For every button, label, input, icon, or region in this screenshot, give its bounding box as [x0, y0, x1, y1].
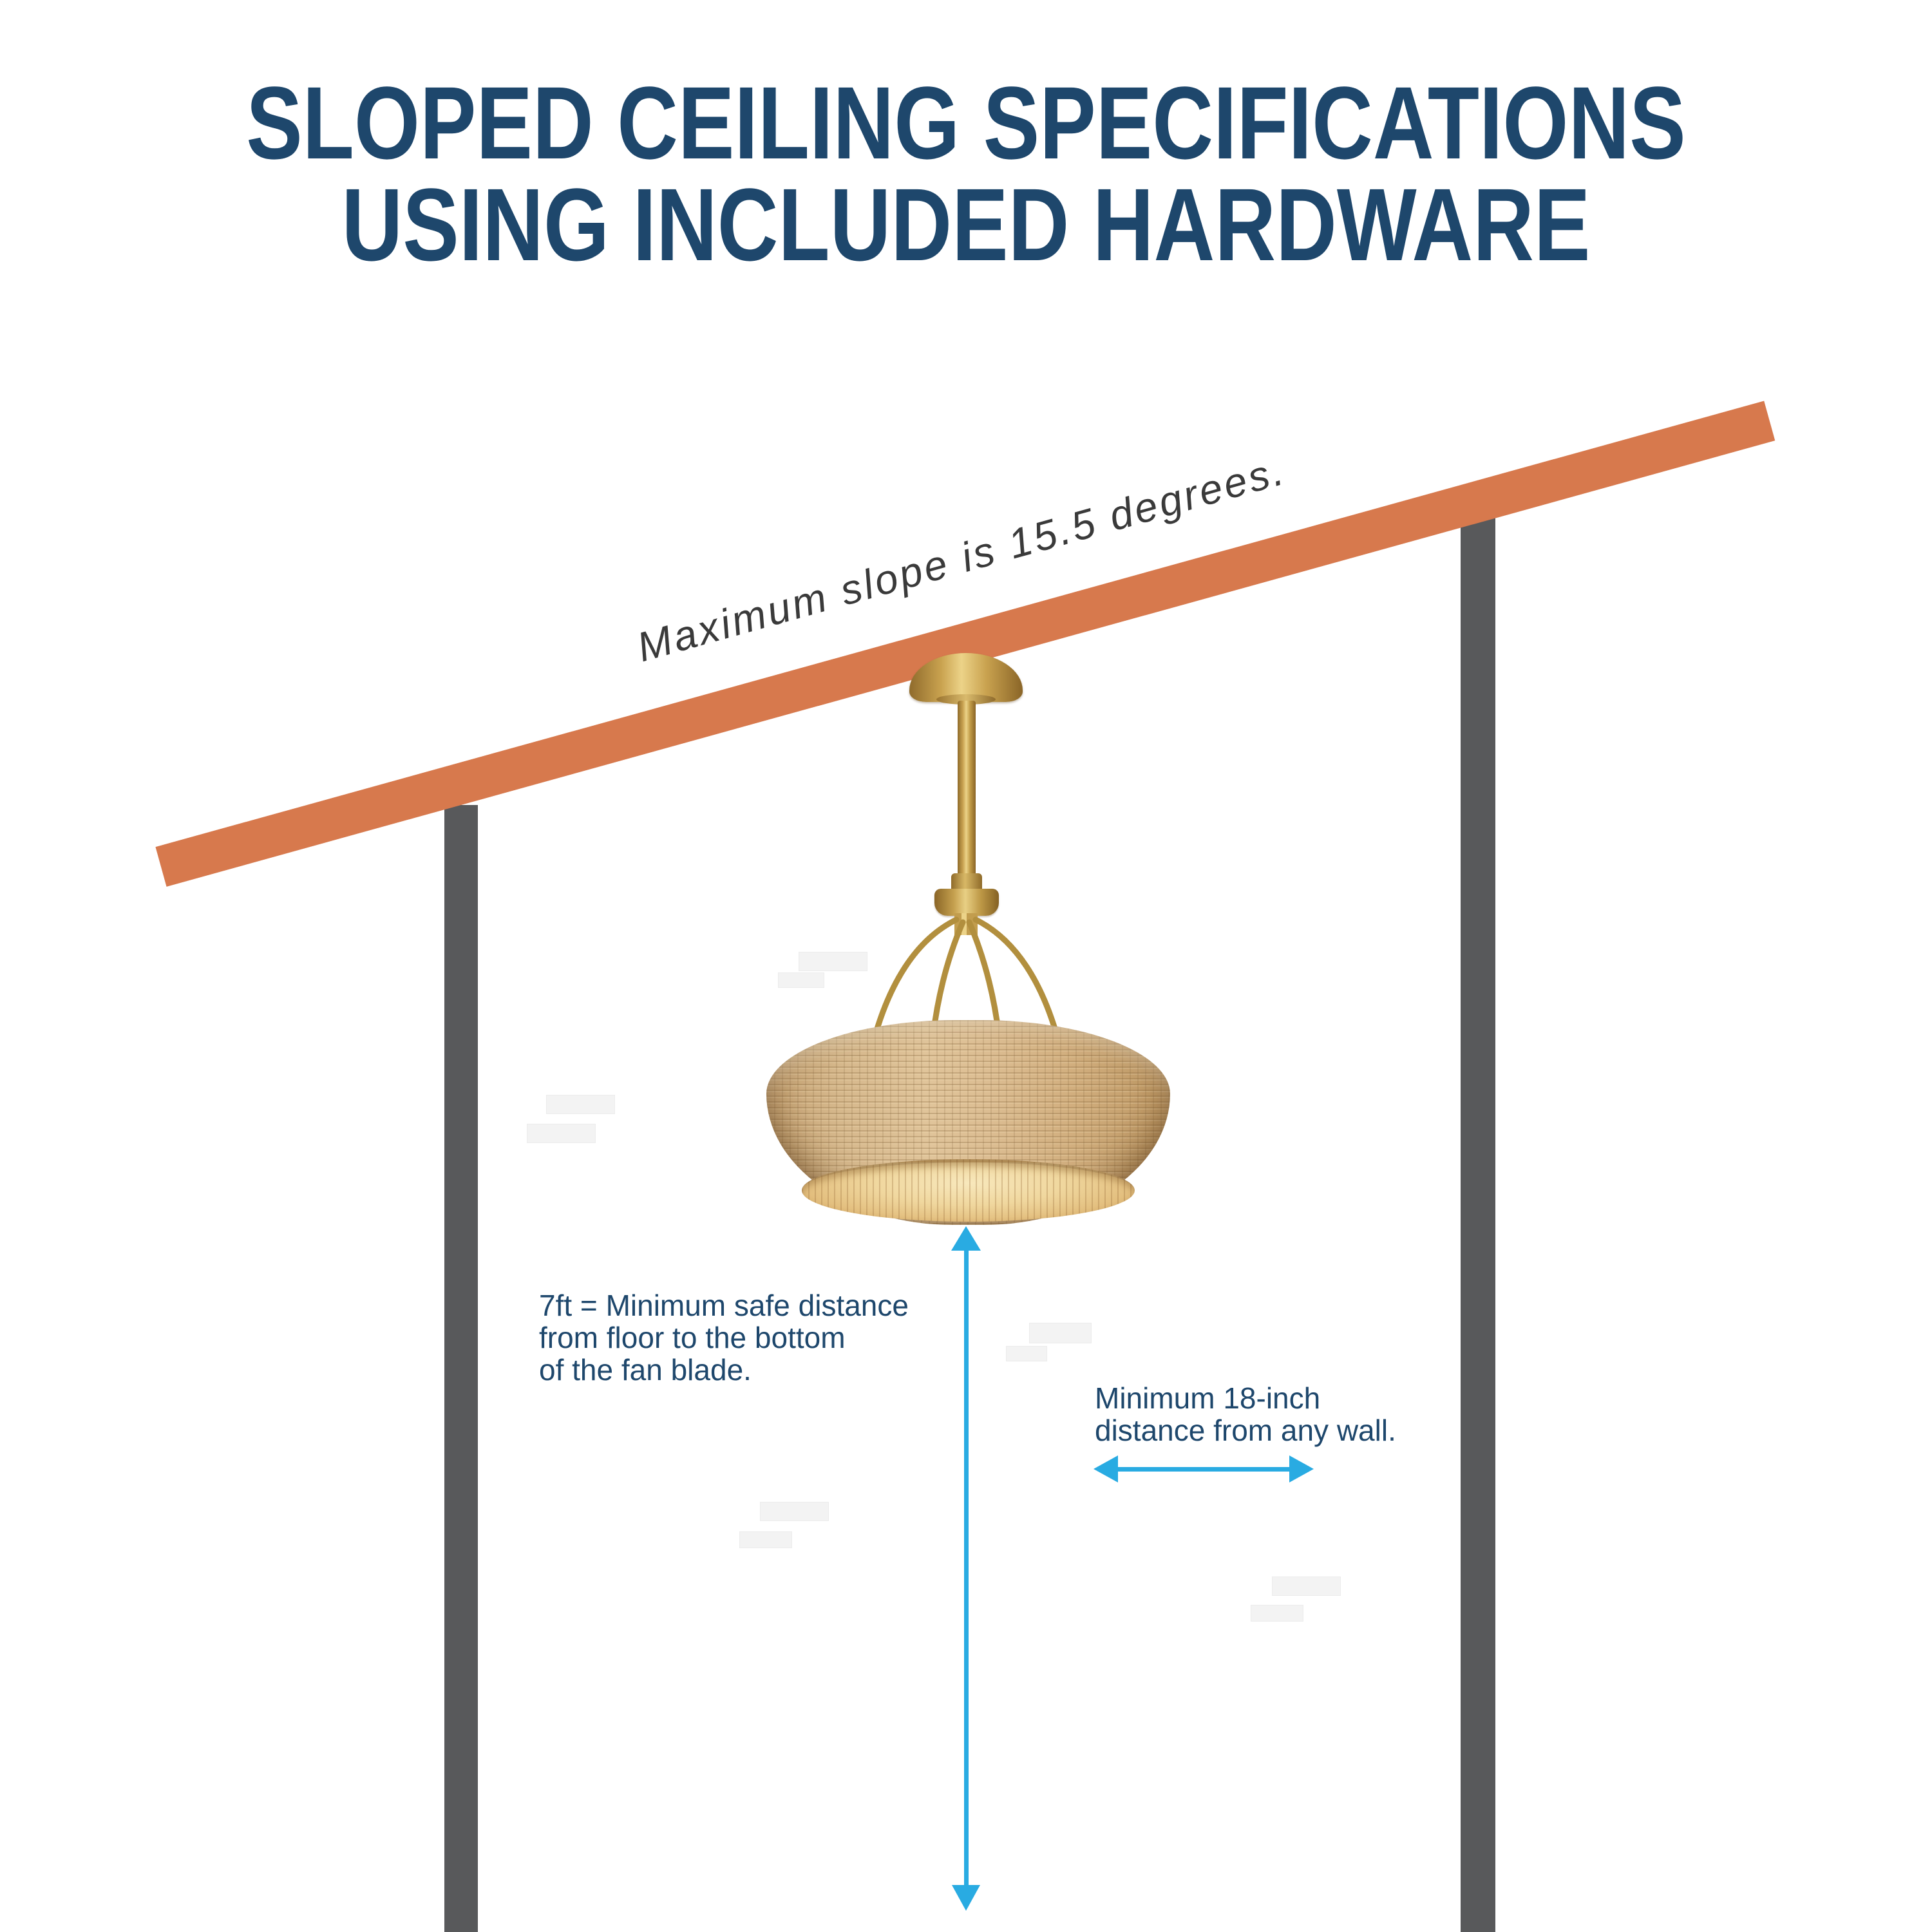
horizontal-arrow-shaft	[1117, 1467, 1291, 1472]
floor-clearance-line-2: from floor to the bottom	[539, 1321, 846, 1354]
fan-collar	[934, 889, 999, 916]
fan-canopy-flange	[936, 694, 996, 705]
page-title-line-1: SLOPED CEILING SPECIFICATIONS	[246, 65, 1686, 180]
arrow-up-head-icon	[951, 1226, 981, 1251]
arrow-left-head-icon	[1094, 1455, 1118, 1482]
right-wall	[1461, 515, 1495, 1932]
left-wall	[444, 805, 478, 1932]
fan-downrod	[958, 701, 976, 880]
watermark-ghost	[527, 1124, 596, 1143]
floor-clearance-line-3: of the fan blade.	[539, 1353, 752, 1387]
fan-light-glow	[802, 1159, 1135, 1222]
watermark-ghost	[739, 1531, 792, 1548]
watermark-ghost	[760, 1502, 829, 1521]
page-title: SLOPED CEILING SPECIFICATIONS USING INCL…	[174, 65, 1758, 282]
page-title-line-2: USING INCLUDED HARDWARE	[341, 167, 1591, 282]
vertical-arrow-shaft	[964, 1249, 969, 1887]
watermark-ghost	[546, 1095, 615, 1114]
watermark-ghost	[1251, 1605, 1303, 1622]
watermark-ghost	[799, 952, 867, 971]
wall-clearance-line-1: Minimum 18-inch	[1095, 1381, 1321, 1415]
watermark-ghost	[778, 972, 824, 988]
arrow-right-head-icon	[1289, 1455, 1314, 1482]
watermark-ghost	[1029, 1323, 1092, 1343]
floor-clearance-line-1: 7ft = Minimum safe distance	[539, 1289, 909, 1322]
wall-clearance-line-2: distance from any wall.	[1095, 1414, 1396, 1447]
watermark-ghost	[1006, 1346, 1047, 1361]
floor-clearance-note: 7ft = Minimum safe distance from floor t…	[539, 1289, 909, 1386]
watermark-ghost	[1272, 1577, 1341, 1596]
wall-clearance-note: Minimum 18-inch distance from any wall.	[1095, 1382, 1396, 1446]
arrow-down-head-icon	[952, 1885, 980, 1911]
fan-wicker-shade	[766, 1020, 1170, 1225]
